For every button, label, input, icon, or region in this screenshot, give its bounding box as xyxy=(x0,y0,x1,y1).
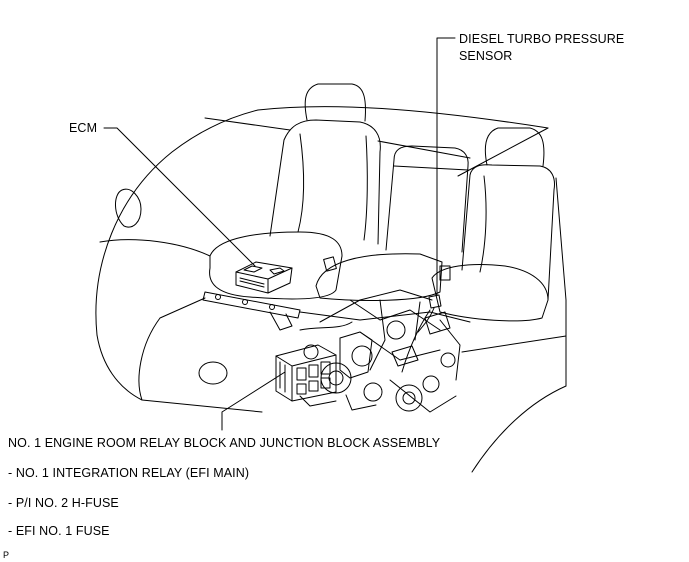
driver-seat-headrest xyxy=(304,83,366,122)
rear-fender-arc xyxy=(471,385,567,473)
sensor-leader-line xyxy=(436,37,456,296)
relay-block-label: NO. 1 ENGINE ROOM RELAY BLOCK AND JUNCTI… xyxy=(8,436,441,450)
engine-component xyxy=(303,344,319,360)
dashboard xyxy=(202,291,471,331)
door-lower-line xyxy=(461,335,567,353)
roof-line xyxy=(257,106,549,129)
driver-seat-cushion xyxy=(209,231,343,300)
engine-component xyxy=(440,352,456,368)
center-seat xyxy=(315,145,469,301)
hood-edge xyxy=(99,239,211,257)
relay xyxy=(296,367,307,381)
passenger-seat xyxy=(431,127,555,322)
body-side-edge xyxy=(555,177,567,387)
relay-block-side-ribs xyxy=(279,361,286,393)
driver-seat-back xyxy=(269,119,381,245)
engine-component xyxy=(422,375,440,393)
center-seat-cushion xyxy=(315,253,443,301)
fuse xyxy=(320,377,331,389)
fuse xyxy=(308,380,319,392)
seat-belt-buckle xyxy=(439,265,451,281)
relay-block-top-edge xyxy=(275,354,337,402)
front-panel xyxy=(138,297,206,401)
driver-seat xyxy=(209,83,381,300)
headlight xyxy=(198,361,228,385)
ecm-housing xyxy=(235,261,293,294)
bracket-hole xyxy=(242,299,248,305)
seat-belt-buckle xyxy=(323,256,337,272)
sensor-label-line-2: SENSOR xyxy=(459,49,513,63)
bracket-hole xyxy=(269,304,275,310)
passenger-seat-cushion xyxy=(431,264,549,322)
relay xyxy=(320,361,331,375)
fuse xyxy=(296,383,307,395)
ecm-label: ECM xyxy=(69,121,98,135)
ecm-connector xyxy=(243,265,285,275)
ecm-top-face xyxy=(235,267,293,294)
bracket-hole xyxy=(215,294,221,300)
passenger-seat-back xyxy=(461,164,555,301)
a-pillar xyxy=(457,127,549,177)
figure-code: P xyxy=(3,550,10,560)
relay-block-item: - NO. 1 INTEGRATION RELAY (EFI MAIN) xyxy=(8,466,250,480)
ecm-leader-line xyxy=(103,127,256,267)
relay-block-leader-line xyxy=(221,371,286,431)
alternator-hub xyxy=(402,391,416,405)
engine-bracket xyxy=(391,311,451,367)
bracket xyxy=(269,311,293,331)
center-seat-back xyxy=(385,145,469,253)
sensor-label-line-1: DIESEL TURBO PRESSURE xyxy=(459,32,625,46)
ecm-unit xyxy=(235,261,293,294)
body-nose-outline xyxy=(95,109,259,336)
alternator xyxy=(395,384,423,412)
center-seat-headrest-line xyxy=(393,165,469,171)
passenger-seat-headrest xyxy=(484,127,545,167)
engine-component xyxy=(363,382,383,402)
engine-component xyxy=(351,345,373,367)
pulley-hub xyxy=(328,370,344,386)
steering-support-bar xyxy=(202,291,301,319)
diesel-turbo-pressure-sensor xyxy=(417,294,442,333)
relay-block-item: - P/I NO. 2 H-FUSE xyxy=(8,496,119,510)
passenger-seat-seam xyxy=(479,175,487,273)
wiring-harness xyxy=(299,309,431,373)
windshield-frame xyxy=(204,117,471,159)
engine-component xyxy=(386,320,406,340)
relay-block-assembly xyxy=(275,344,337,402)
driver-seat-back-seam xyxy=(297,133,368,241)
sensor-hose xyxy=(417,307,435,333)
sensor-body xyxy=(428,294,442,309)
relay xyxy=(308,364,319,378)
engine-hoses xyxy=(299,289,461,413)
vehicle-body xyxy=(95,106,567,473)
engine-assembly xyxy=(299,289,461,413)
ecm-ribs xyxy=(239,277,265,288)
engine-block xyxy=(339,331,373,379)
relay-block-housing xyxy=(275,344,337,402)
side-mirror xyxy=(115,188,142,228)
relay-block-item: - EFI NO. 1 FUSE xyxy=(8,524,110,538)
front-fender xyxy=(96,334,263,413)
